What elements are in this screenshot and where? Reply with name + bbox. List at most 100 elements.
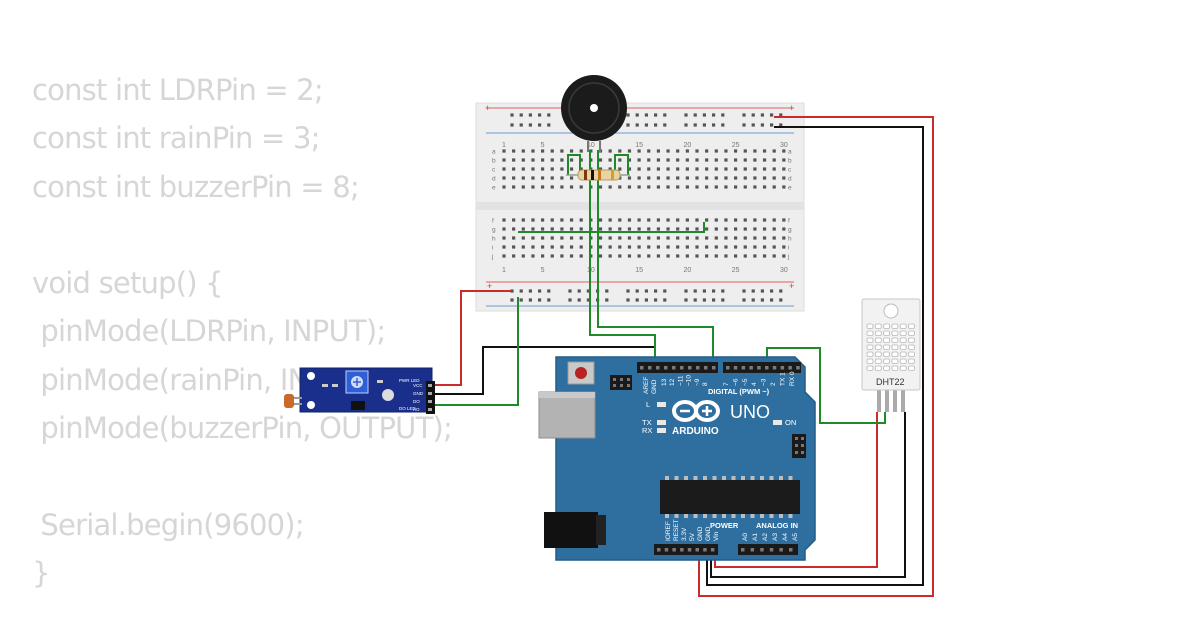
breadboard-hole[interactable] [734, 227, 738, 231]
breadboard-hole[interactable] [743, 185, 747, 189]
rail-hole[interactable] [644, 298, 648, 302]
breadboard-hole[interactable] [569, 254, 574, 258]
breadboard-hole[interactable] [608, 254, 612, 258]
breadboard-hole[interactable] [647, 227, 651, 231]
breadboard-hole[interactable] [762, 218, 767, 222]
rail-hole[interactable] [770, 298, 774, 302]
breadboard-hole[interactable] [502, 176, 506, 180]
breadboard-hole[interactable] [598, 218, 603, 222]
breadboard-hole[interactable] [618, 185, 622, 189]
rail-hole[interactable] [586, 289, 590, 293]
breadboard-hole[interactable] [753, 218, 757, 222]
breadboard-hole[interactable] [724, 149, 728, 153]
breadboard-hole[interactable] [560, 227, 564, 231]
rail-hole[interactable] [654, 298, 658, 302]
breadboard-hole[interactable] [569, 158, 574, 162]
breadboard-hole[interactable] [531, 218, 535, 222]
breadboard-hole[interactable] [550, 236, 554, 240]
ldr-module[interactable]: PWR LED DO LED VCC GND DO AO [284, 367, 435, 414]
breadboard-hole[interactable] [685, 245, 689, 249]
breadboard-hole[interactable] [512, 218, 516, 222]
rail-hole[interactable] [547, 298, 551, 302]
breadboard-hole[interactable] [627, 245, 632, 249]
breadboard-hole[interactable] [627, 158, 632, 162]
breadboard-hole[interactable] [531, 176, 535, 180]
rail-hole[interactable] [547, 123, 551, 127]
rail-hole[interactable] [770, 113, 774, 117]
breadboard-hole[interactable] [560, 167, 564, 171]
breadboard-hole[interactable] [569, 236, 574, 240]
breadboard-hole[interactable] [685, 236, 689, 240]
breadboard-hole[interactable] [743, 227, 747, 231]
rail-hole[interactable] [721, 289, 725, 293]
breadboard-hole[interactable] [743, 176, 747, 180]
breadboard-hole[interactable] [685, 254, 689, 258]
breadboard-hole[interactable] [753, 227, 757, 231]
breadboard-hole[interactable] [627, 254, 632, 258]
breadboard-hole[interactable] [502, 245, 506, 249]
breadboard-hole[interactable] [676, 218, 680, 222]
breadboard-hole[interactable] [762, 176, 767, 180]
breadboard-hole[interactable] [772, 254, 776, 258]
breadboard-hole[interactable] [782, 227, 786, 231]
breadboard-hole[interactable] [550, 167, 554, 171]
breadboard-hole[interactable] [714, 185, 718, 189]
rail-hole[interactable] [586, 298, 590, 302]
breadboard-hole[interactable] [560, 218, 564, 222]
breadboard-hole[interactable] [560, 158, 564, 162]
breadboard-hole[interactable] [676, 158, 680, 162]
breadboard-hole[interactable] [753, 149, 757, 153]
breadboard-hole[interactable] [550, 185, 554, 189]
breadboard-hole[interactable] [666, 218, 670, 222]
breadboard-hole[interactable] [502, 236, 506, 240]
rail-hole[interactable] [635, 113, 639, 117]
breadboard-hole[interactable] [772, 218, 776, 222]
breadboard-hole[interactable] [676, 254, 680, 258]
breadboard-hole[interactable] [666, 149, 670, 153]
breadboard-hole[interactable] [502, 218, 506, 222]
rail-hole[interactable] [510, 298, 514, 302]
breadboard-hole[interactable] [627, 176, 632, 180]
ldr-header[interactable] [426, 381, 435, 414]
breadboard-hole[interactable] [695, 158, 699, 162]
rail-hole[interactable] [770, 123, 774, 127]
breadboard-hole[interactable] [569, 185, 574, 189]
rail-hole[interactable] [626, 113, 630, 117]
breadboard-hole[interactable] [608, 149, 612, 153]
breadboard-hole[interactable] [647, 185, 651, 189]
breadboard-hole[interactable] [772, 227, 776, 231]
breadboard-hole[interactable] [618, 227, 622, 231]
breadboard-holes[interactable] [502, 113, 786, 302]
breadboard-hole[interactable] [714, 218, 718, 222]
rail-hole[interactable] [742, 113, 746, 117]
breadboard-hole[interactable] [512, 167, 516, 171]
breadboard-hole[interactable] [618, 245, 622, 249]
rail-hole[interactable] [577, 298, 581, 302]
rail-hole[interactable] [663, 298, 667, 302]
rail-hole[interactable] [760, 113, 764, 117]
rail-hole[interactable] [684, 289, 688, 293]
breadboard-hole[interactable] [647, 167, 651, 171]
rail-hole[interactable] [605, 298, 609, 302]
breadboard-hole[interactable] [685, 176, 689, 180]
breadboard-hole[interactable] [705, 149, 709, 153]
breadboard-hole[interactable] [618, 254, 622, 258]
breadboard-hole[interactable] [695, 176, 699, 180]
rail-hole[interactable] [538, 123, 542, 127]
breadboard-hole[interactable] [637, 158, 641, 162]
rail-hole[interactable] [663, 113, 667, 117]
breadboard-hole[interactable] [637, 254, 641, 258]
breadboard-hole[interactable] [560, 236, 564, 240]
breadboard-hole[interactable] [772, 158, 776, 162]
breadboard-hole[interactable] [656, 158, 660, 162]
breadboard-hole[interactable] [762, 185, 767, 189]
breadboard-hole[interactable] [608, 218, 612, 222]
breadboard-hole[interactable] [753, 167, 757, 171]
rail-hole[interactable] [635, 298, 639, 302]
dht22-sensor[interactable]: DHT22 [861, 298, 921, 412]
rail-hole[interactable] [721, 113, 725, 117]
breadboard-hole[interactable] [569, 227, 574, 231]
rail-hole[interactable] [693, 298, 697, 302]
breadboard-hole[interactable] [569, 218, 574, 222]
breadboard-hole[interactable] [618, 149, 622, 153]
